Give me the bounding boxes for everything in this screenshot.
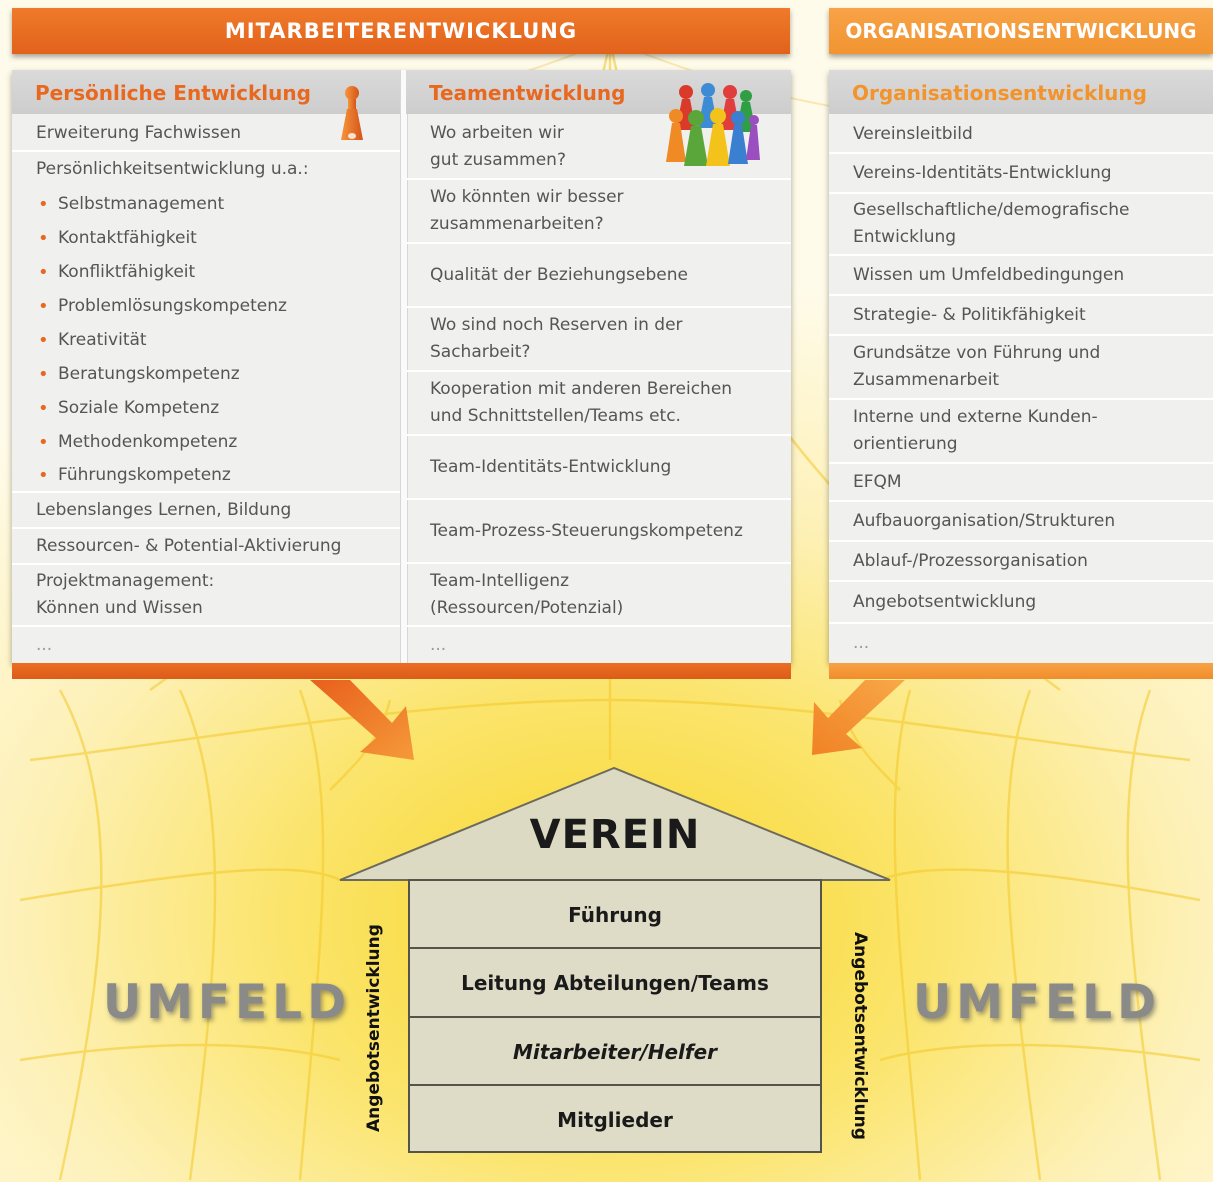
umfeld-right-label: UMFELD [913,975,1162,1030]
heading-persoenliche-entwicklung: Persönliche Entwicklung [12,70,400,114]
bullet-item: Selbstmanagement [12,187,400,221]
heading-organisationsentwicklung: Organisationsentwicklung [829,70,1213,114]
item-row: Wissen um Umfeldbedingungen [829,256,1213,296]
item-row: Team-Prozess-Steuerungskompetenz [406,500,791,564]
single-pawn-icon [341,86,363,140]
item-row: Interne und externe Kunden-orientierung [829,400,1213,464]
item-row: Persönlichkeitsentwicklung u.a.: [36,159,309,179]
panel-mitarbeiterentwicklung: Persönliche Entwicklung Erweiterung Fach… [12,70,791,663]
item-row: Ablauf-/Prozessorganisation [829,542,1213,582]
bullet-item: Methodenkompetenz [12,425,400,459]
item-row: Projektmanagement:Können und Wissen [12,565,400,627]
pawn-group-icon [666,83,760,166]
item-row: ... [430,634,447,655]
bullet-item: Problemlösungskompetenz [12,289,400,323]
item-row: Angebotsentwicklung [829,582,1213,624]
bullet-item: Beratungskompetenz [12,357,400,391]
item-row: Qualität der Beziehungsebene [406,244,791,308]
item-row: Vereins-Identitäts-Entwicklung [829,154,1213,194]
bullet-item: Kreativität [12,323,400,357]
item-row: EFQM [829,464,1213,502]
item-row: Ressourcen- & Potential-Aktivierung [12,529,400,565]
arrow-down-right-icon [310,680,414,760]
house-floor-mitarbeiter: Mitarbeiter/Helfer [513,1040,717,1064]
bullet-item: Soziale Kompetenz [12,391,400,425]
house-floor-mitglieder: Mitglieder [557,1108,673,1132]
item-row: Lebenslanges Lernen, Bildung [12,493,400,529]
item-row: Erweiterung Fachwissen [12,116,400,152]
item-row: ... [36,634,53,655]
item-row: Team-Intelligenz(Ressourcen/Potenzial) [406,564,791,627]
house-floor-fuehrung: Führung [568,903,662,927]
panel-bottom-bar [829,663,1213,679]
bullet-item: Kontaktfähigkeit [12,221,400,255]
item-row: Team-Identitäts-Entwicklung [406,436,791,500]
banner-organisationsentwicklung: ORGANISATIONSENTWICKLUNG [829,8,1213,54]
item-row: Aufbauorganisation/Strukturen [829,502,1213,542]
panel-bottom-bar [12,663,791,679]
umfeld-left-label: UMFELD [103,975,352,1030]
column-organisationsentwicklung: Organisationsentwicklung Vereinsleitbild… [829,70,1213,663]
column-divider [400,70,408,663]
arrow-down-left-icon [812,680,905,755]
item-row: Vereinsleitbild [829,116,1213,154]
item-row: ... [853,633,870,653]
bullet-item: Führungskompetenz [12,459,400,493]
bullet-item: Konfliktfähigkeit [12,255,400,289]
item-row: Strategie- & Politikfähigkeit [829,296,1213,336]
house-roof-label: VEREIN [529,812,701,858]
side-label-left: Angebotsentwicklung [364,924,384,1132]
banner-mitarbeiterentwicklung: MITARBEITERENTWICKLUNG [12,8,790,54]
column-persoenliche-entwicklung: Persönliche Entwicklung Erweiterung Fach… [12,70,400,663]
side-label-right: Angebotsentwicklung [850,932,870,1140]
panel-organisationsentwicklung: Organisationsentwicklung Vereinsleitbild… [829,70,1213,663]
house-floor-leitung: Leitung Abteilungen/Teams [461,971,769,995]
